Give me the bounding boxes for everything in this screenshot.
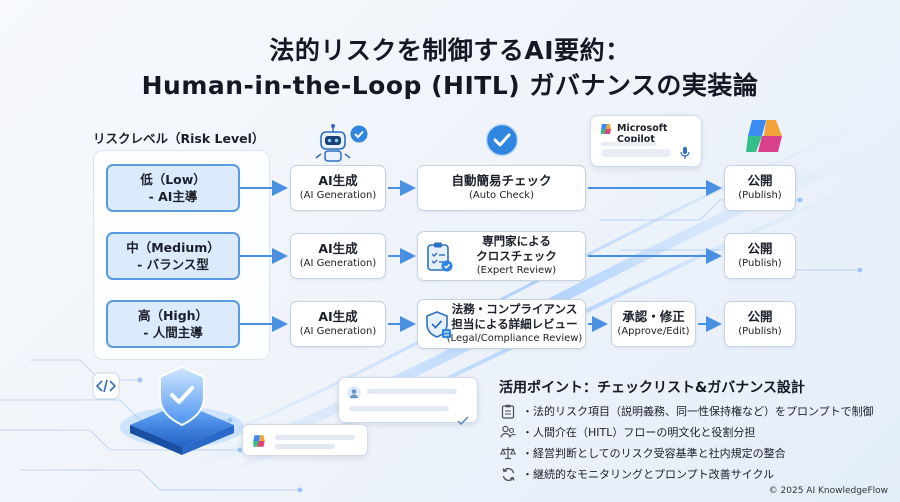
risk-level-high-label: 高（High） [137, 308, 209, 323]
risk-level-medium-mode: - バランス型 [137, 257, 209, 272]
microphone-icon [680, 147, 690, 159]
tip-item: ・継続的なモニタリングとプロンプト改善サイクル [500, 466, 774, 482]
copilot-input-bar [601, 149, 671, 157]
risk-level-low-mode: - AI主導 [148, 189, 198, 204]
low-publish-label: 公開 [747, 173, 773, 188]
user-icon [347, 386, 361, 400]
risk-level-medium: 中（Medium） - バランス型 [106, 232, 240, 280]
medium-publish-step: 公開 (Publish) [724, 233, 796, 279]
copilot-mini-logo-icon [253, 435, 265, 447]
security-shield-chip-icon [120, 365, 244, 455]
mock-copilot-card [242, 424, 368, 456]
copilot-small-logo-icon [601, 124, 611, 134]
low-publish-step: 公開 (Publish) [724, 165, 796, 211]
risk-level-high: 高（High） - 人間主導 [106, 300, 240, 348]
high-ai-generation-sub: (AI Generation) [299, 326, 377, 337]
risk-level-heading: リスクレベル（Risk Level） [93, 131, 265, 146]
mock-chat-card [338, 377, 478, 426]
tip-text: ・継続的なモニタリングとプロンプト改善サイクル [522, 468, 775, 481]
high-ai-generation-label: AI生成 [318, 309, 358, 324]
low-auto-check-sub: (Auto Check) [469, 190, 534, 201]
high-approve-label: 承認・修正 [622, 309, 685, 324]
checkmark-icon [457, 416, 469, 426]
tip-text: ・人間介在（HITL）フローの明文化と役割分担 [522, 426, 756, 439]
copilot-card: Microsoft Copilot [590, 115, 702, 167]
check-badge-icon [485, 123, 519, 157]
low-ai-generation-sub: (AI Generation) [299, 190, 377, 201]
tip-text: ・経営判断としてのリスク受容基準と社内規定の整合 [522, 447, 786, 460]
tip-text: ・法的リスク項目（説明義務、同一性保持権など）をプロンプトで制御 [522, 405, 874, 418]
high-ai-generation-step: AI生成 (AI Generation) [290, 301, 386, 347]
medium-expert-review-label1: 専門家による [482, 234, 551, 248]
high-publish-step: 公開 (Publish) [724, 301, 796, 347]
low-publish-sub: (Publish) [738, 190, 782, 201]
risk-level-high-mode: - 人間主導 [143, 325, 203, 340]
clipboard-icon [500, 403, 516, 419]
medium-ai-generation-label: AI生成 [318, 241, 358, 256]
low-auto-check-step: 自動簡易チェック (Auto Check) [417, 165, 586, 211]
medium-ai-generation-step: AI生成 (AI Generation) [290, 233, 386, 279]
risk-level-medium-label: 中（Medium） [126, 240, 220, 255]
code-icon [92, 372, 120, 400]
risk-level-low: 低（Low） - AI主導 [106, 164, 240, 212]
robot-icon [315, 124, 368, 162]
low-ai-generation-label: AI生成 [318, 173, 358, 188]
tips-title: 活用ポイント：チェックリスト&ガバナンス設計 [499, 380, 805, 396]
cycle-icon [500, 466, 516, 482]
high-approve-sub: (Approve/Edit) [617, 326, 690, 337]
medium-publish-label: 公開 [747, 241, 773, 256]
low-ai-generation-step: AI生成 (AI Generation) [290, 165, 386, 211]
page-title-line2: Human-in-the-Loop (HITL) ガバナンスの実装論 [141, 71, 759, 100]
medium-expert-review-sub: (Expert Review) [476, 265, 557, 276]
low-auto-check-label: 自動簡易チェック [451, 173, 552, 188]
people-icon [500, 424, 516, 440]
risk-level-low-label: 低（Low） [140, 172, 206, 187]
medium-ai-generation-sub: (AI Generation) [299, 258, 377, 269]
tip-item: ・人間介在（HITL）フローの明文化と役割分担 [500, 424, 755, 440]
high-publish-label: 公開 [747, 309, 773, 324]
copyright-footer: © 2025 AI KnowledgeFlow [768, 486, 888, 496]
copilot-text-line [601, 142, 656, 146]
tip-item: ・経営判断としてのリスク受容基準と社内規定の整合 [500, 445, 786, 461]
shield-check-icon [426, 311, 451, 338]
medium-expert-review-label2: クロスチェック [476, 249, 557, 263]
scale-icon [500, 445, 516, 461]
tip-item: ・法的リスク項目（説明義務、同一性保持権など）をプロンプトで制御 [500, 403, 874, 419]
copilot-logo-icon [746, 120, 782, 152]
medium-expert-review-step: 専門家による クロスチェック (Expert Review) [417, 231, 586, 281]
checklist-icon [427, 242, 453, 272]
high-approve-step: 承認・修正 (Approve/Edit) [611, 301, 696, 347]
high-legal-review-sub: (Legal/Compliance Review) [446, 333, 583, 344]
medium-publish-sub: (Publish) [738, 258, 782, 269]
page-title-line1: 法的リスクを制御するAI要約： [269, 36, 631, 65]
high-legal-review-step: 法務・コンプライアンス 担当による詳細レビュー (Legal/Complianc… [417, 299, 586, 349]
high-legal-review-label2: 担当による詳細レビュー [451, 317, 578, 331]
high-publish-sub: (Publish) [738, 326, 782, 337]
copilot-label: Microsoft Copilot [617, 123, 668, 145]
high-legal-review-label1: 法務・コンプライアンス [451, 302, 578, 316]
